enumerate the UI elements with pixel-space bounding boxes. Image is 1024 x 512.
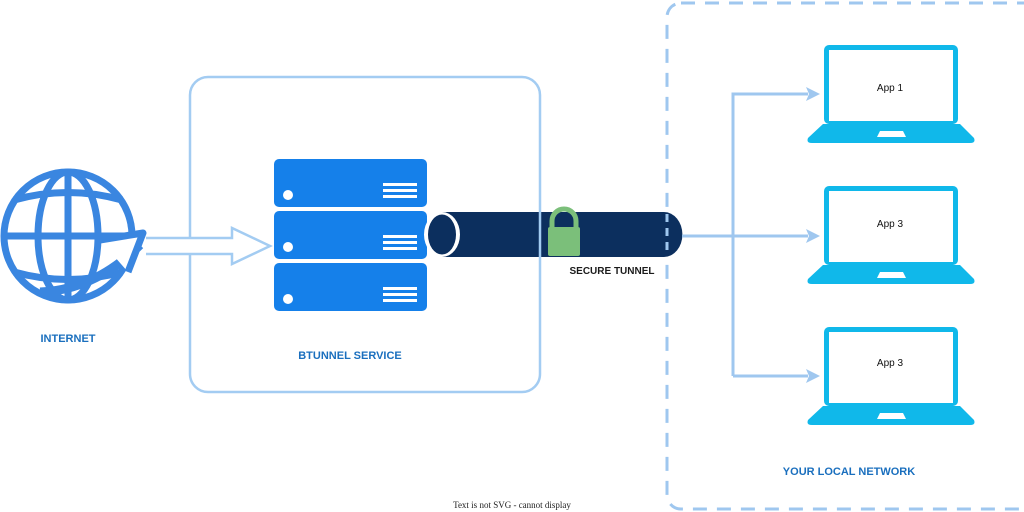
tunnel-to-apps-connector: [682, 92, 808, 378]
server-unit: [274, 263, 427, 311]
arrowhead-app2: [806, 229, 820, 243]
laptop-icon: [807, 45, 975, 143]
laptop-icon: [807, 186, 975, 284]
internet-label: INTERNET: [40, 333, 96, 345]
tunnel-label: SECURE TUNNEL: [569, 266, 655, 277]
local-network-container: [665, 1, 1024, 511]
server-stack-icon: [274, 159, 427, 311]
app-label: App 3: [876, 219, 904, 230]
globe-icon: [0, 168, 147, 304]
padlock-icon: [548, 206, 580, 256]
laptop-icon: [807, 327, 975, 425]
arrowhead-app1: [806, 87, 820, 101]
server-unit: [274, 211, 427, 259]
service-label: BTUNNEL SERVICE: [298, 350, 402, 362]
server-unit: [274, 159, 427, 207]
arrowheads: [806, 87, 820, 383]
local-network-label: YOUR LOCAL NETWORK: [782, 466, 916, 478]
footer-fallback-text: Text is not SVG - cannot display: [453, 500, 571, 510]
internet-to-service-arrow: [146, 226, 273, 266]
app-label: App 3: [876, 358, 904, 369]
arrowhead-app3: [806, 369, 820, 383]
app-label: App 1: [876, 83, 904, 94]
